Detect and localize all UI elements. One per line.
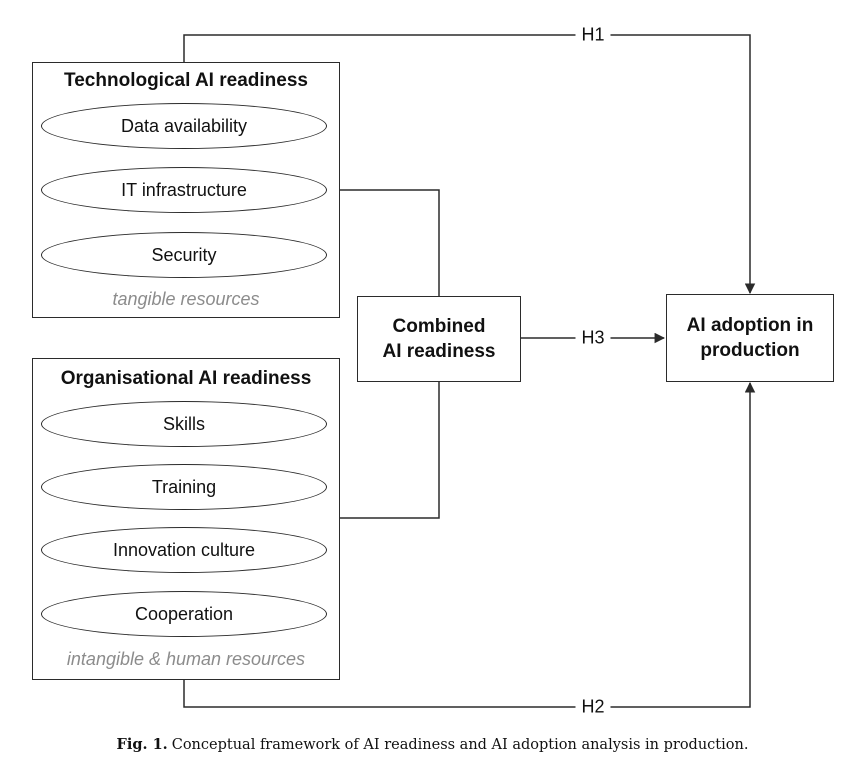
skills-ellipse: Skills xyxy=(41,401,327,447)
combined-readiness-box: Combined AI readiness xyxy=(357,296,521,382)
security-ellipse: Security xyxy=(41,232,327,278)
combined-line-2: AI readiness xyxy=(382,341,496,362)
tangible-resources-note: tangible resources xyxy=(112,289,260,309)
h2-label: H2 xyxy=(575,696,611,718)
technological-readiness-box: Technological AI readiness Data availabi… xyxy=(32,62,340,318)
combined-line-1: Combined xyxy=(392,316,486,337)
h1-label: H1 xyxy=(575,24,611,46)
outcome-line-2: production xyxy=(700,340,800,361)
training-ellipse: Training xyxy=(41,464,327,510)
figure-caption: Fig. 1.Conceptual framework of AI readin… xyxy=(0,736,865,753)
ai-adoption-box: AI adoption in production xyxy=(666,294,834,382)
tech-to-combined-connector xyxy=(340,189,440,297)
organisational-readiness-box: Organisational AI readiness Skills Train… xyxy=(32,358,340,680)
org-to-combined-connector xyxy=(340,382,440,519)
technological-title: Technological AI readiness xyxy=(64,70,308,91)
intangible-resources-note: intangible & human resources xyxy=(66,649,306,669)
organisational-title: Organisational AI readiness xyxy=(60,368,312,389)
outcome-line-1: AI adoption in xyxy=(686,315,814,336)
figure-label: Fig. 1. xyxy=(116,736,168,753)
h2-connector xyxy=(183,381,756,708)
innovation-culture-ellipse: Innovation culture xyxy=(41,527,327,573)
h1-connector xyxy=(183,34,756,295)
data-availability-ellipse: Data availability xyxy=(41,103,327,149)
h3-label: H3 xyxy=(575,327,611,349)
it-infrastructure-ellipse: IT infrastructure xyxy=(41,167,327,213)
figure-caption-text: Conceptual framework of AI readiness and… xyxy=(171,737,749,753)
cooperation-ellipse: Cooperation xyxy=(41,591,327,637)
